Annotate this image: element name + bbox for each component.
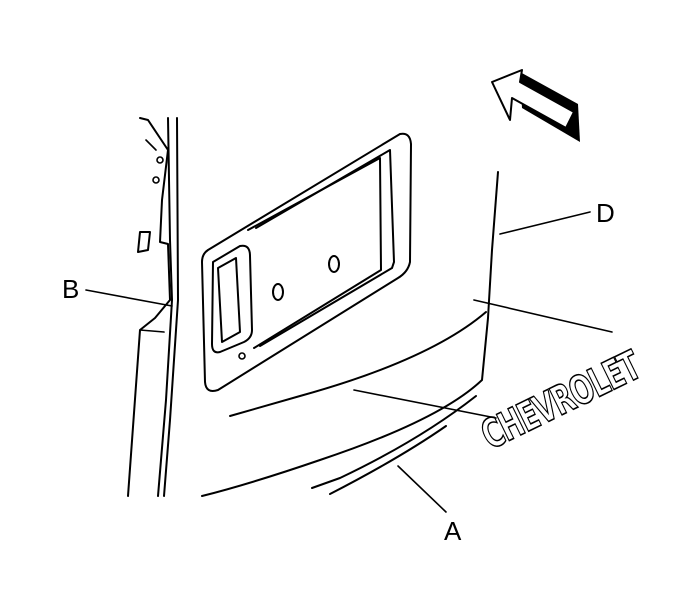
leader-d <box>499 211 591 235</box>
callout-a: A <box>444 516 462 546</box>
front-arrow-icon <box>491 69 580 142</box>
tailgate-body <box>201 171 499 497</box>
chevrolet-emblem: CHEVROLET <box>473 342 649 460</box>
leader-emblem-upper <box>473 299 613 333</box>
callout-b: B <box>62 274 79 304</box>
callout-d: D <box>596 198 615 228</box>
emblem-text: CHEVROLET <box>474 342 649 459</box>
leader-lines <box>85 211 613 513</box>
leader-b <box>85 289 173 307</box>
leader-emblem-lower <box>353 389 497 419</box>
handle-bezel <box>201 132 412 392</box>
door-edge <box>127 117 179 497</box>
leader-a <box>397 465 447 513</box>
